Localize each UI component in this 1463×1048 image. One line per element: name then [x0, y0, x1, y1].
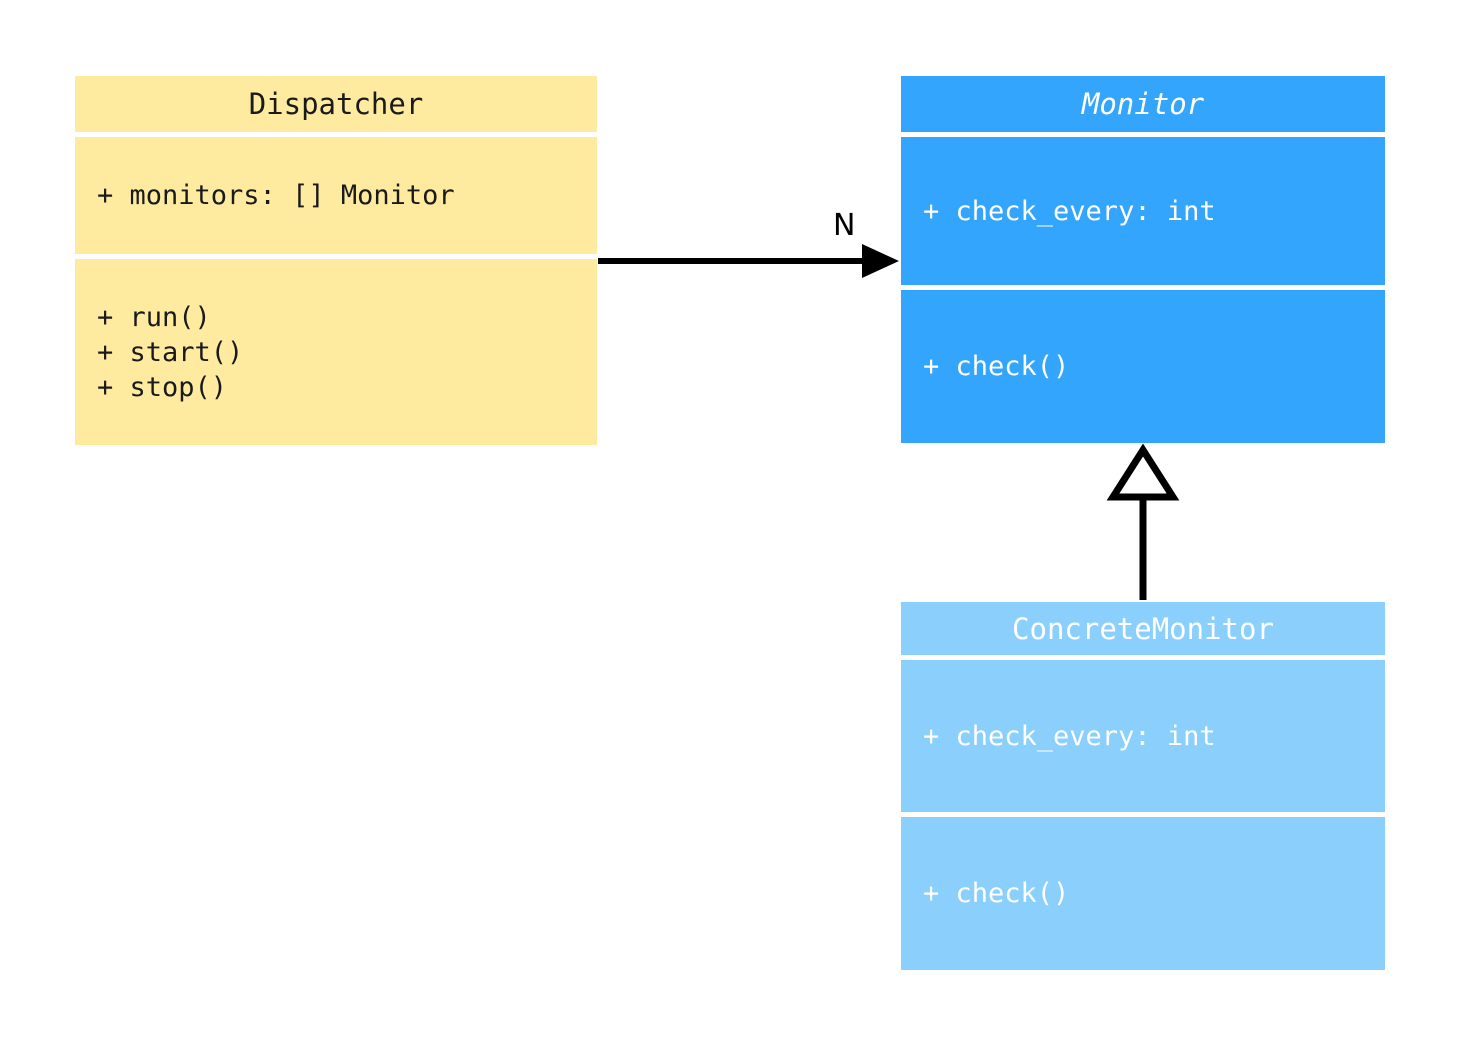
class-box-dispatcher[interactable]: Dispatcher + monitors: [] Monitor + run(…	[75, 76, 597, 445]
class-methods-monitor: + check()	[901, 290, 1385, 443]
association-arrowhead-icon	[862, 244, 899, 278]
generalization-concrete-monitor-monitor	[1106, 443, 1180, 600]
compartment-divider	[75, 132, 597, 137]
class-attributes-dispatcher: + monitors: [] Monitor	[75, 137, 597, 254]
method-row: + check()	[923, 878, 1070, 909]
compartment-divider	[901, 812, 1385, 817]
method-row: + check()	[923, 351, 1070, 382]
generalization-triangle-icon	[1106, 443, 1180, 501]
method-row: + run()	[97, 301, 211, 333]
association-multiplicity-label: N	[833, 208, 856, 243]
attribute-row: + check_every: int	[923, 195, 1216, 227]
class-title-monitor: Monitor	[901, 76, 1385, 132]
method-row: + stop()	[97, 371, 228, 403]
class-box-monitor[interactable]: Monitor + check_every: int + check()	[901, 76, 1385, 443]
class-title-concrete-monitor: ConcreteMonitor	[901, 602, 1385, 655]
class-methods-concrete-monitor: + check()	[901, 817, 1385, 970]
compartment-divider	[901, 285, 1385, 290]
attribute-row: + check_every: int	[923, 720, 1216, 752]
compartment-divider	[901, 655, 1385, 660]
class-methods-dispatcher: + run() + start() + stop()	[75, 259, 597, 445]
compartment-divider	[75, 254, 597, 259]
association-dispatcher-monitor	[598, 244, 899, 278]
class-box-concrete-monitor[interactable]: ConcreteMonitor + check_every: int + che…	[901, 602, 1385, 970]
class-title-dispatcher: Dispatcher	[75, 76, 597, 132]
class-attributes-concrete-monitor: + check_every: int	[901, 660, 1385, 812]
attribute-row: + monitors: [] Monitor	[97, 180, 455, 211]
compartment-divider	[901, 132, 1385, 137]
method-row: + start()	[97, 336, 244, 368]
class-attributes-monitor: + check_every: int	[901, 137, 1385, 285]
